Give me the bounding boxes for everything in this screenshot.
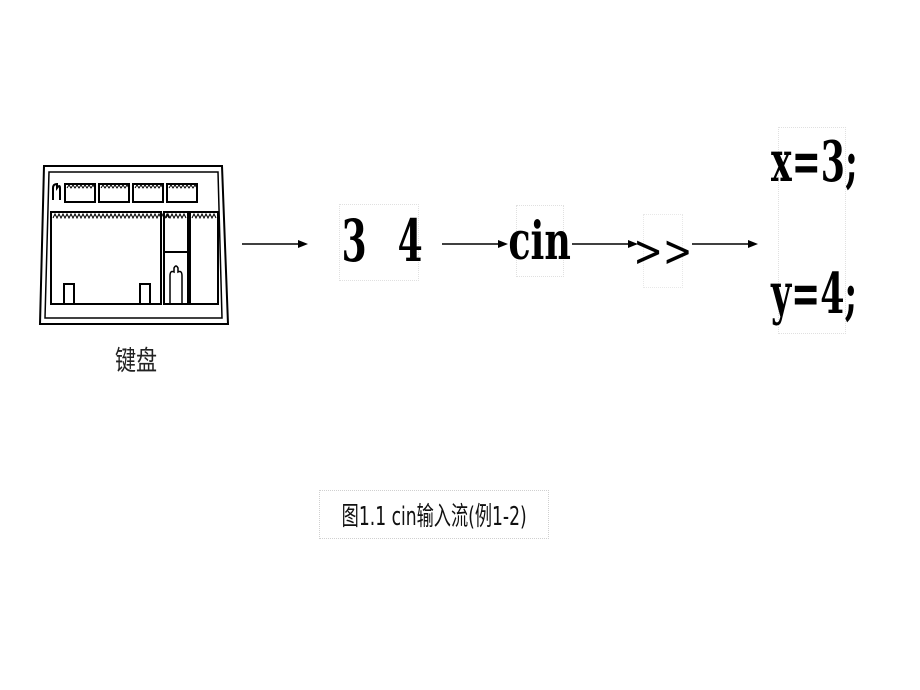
arrow-icon [242, 240, 308, 248]
keyboard-icon [38, 165, 230, 325]
assign-x: x=3; [771, 129, 858, 195]
arrow-icon [572, 240, 638, 248]
input-digits-box: 3 4 [339, 204, 423, 281]
arrow-icon [442, 240, 508, 248]
assign-y: y=4; [771, 261, 858, 327]
arrow-icon [692, 240, 758, 248]
keyboard-caption: 键盘 [114, 345, 158, 377]
input-digit-3: 3 [341, 207, 367, 275]
assignment-box: x=3; y=4; [771, 127, 858, 334]
extraction-operator: >> [634, 214, 693, 288]
figure-caption: 图1.1 cin输入流(例1-2) [319, 490, 549, 539]
cin-label: cin [509, 205, 571, 277]
input-digit-4: 4 [397, 207, 423, 275]
